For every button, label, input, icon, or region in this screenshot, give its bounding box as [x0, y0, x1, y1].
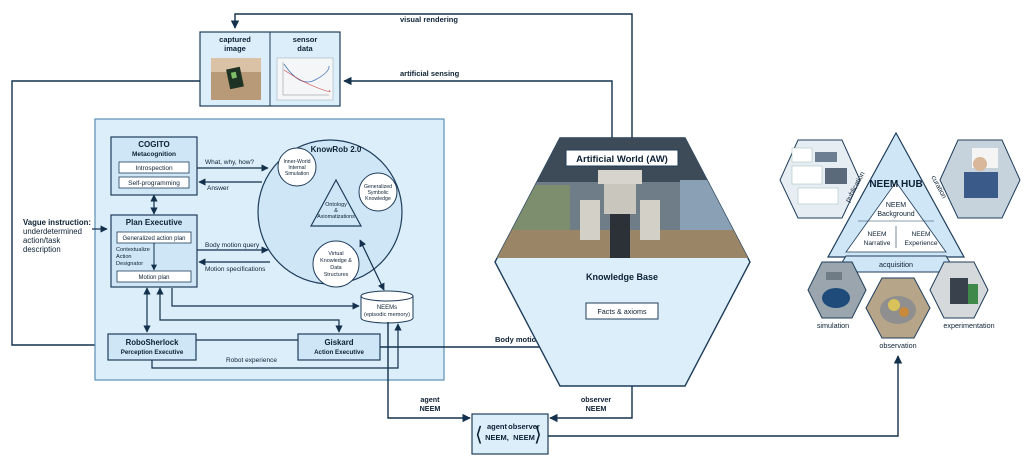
sensor-data-label-1: sensor: [293, 35, 318, 44]
vague-instruction-line-1: Vague instruction:: [23, 218, 91, 227]
sensor-data-label-2: data: [297, 44, 313, 53]
narrative-line-2: Narrative: [864, 240, 891, 247]
giskard-title: Giskard: [324, 338, 353, 347]
motion-specifications-label: Motion specifications: [205, 266, 266, 273]
body-motion-label: Body motion: [495, 335, 541, 344]
sensor-data-thumbnail: [276, 57, 334, 101]
experience-line-1: NEEM: [911, 231, 930, 238]
vague-instruction-line-2: underdetermined: [23, 227, 82, 236]
generalized-symbolic-line-3: Knowledge: [365, 196, 391, 202]
artificial-sensing-label: artificial sensing: [400, 69, 460, 78]
cogito-subtitle: Metacognition: [132, 151, 176, 158]
neem-hub-title: NEEM HUB: [869, 179, 922, 190]
plan-executive-box: Plan Executive Generalized action plan C…: [110, 214, 198, 288]
neems-sublabel: (episodic memory): [364, 312, 410, 318]
ontology-line-1: Ontology: [325, 202, 347, 208]
captured-image-label-1: captured: [219, 35, 251, 44]
robosherlock-box: RoboSherlock Perception Executive: [107, 333, 197, 361]
self-programming-label: Self-programming: [128, 180, 180, 187]
robosherlock-subtitle: Perception Executive: [121, 349, 184, 356]
captured-image-thumbnail: [211, 58, 261, 100]
captured-image-label-2: image: [224, 44, 246, 53]
artificial-sensing-arrow: [343, 76, 613, 140]
acquisition-label: acquisition: [879, 260, 913, 269]
virtual-knowledge-line-2: Knowledge &: [320, 258, 352, 264]
agent-neem-arrow: [387, 322, 471, 423]
motion-plan-label: Motion plan: [138, 275, 169, 281]
sensor-panel: captured image sensor data: [199, 31, 341, 107]
tuple-to-hub-arrow: [548, 355, 903, 437]
simulation-label: simulation: [817, 321, 849, 330]
sensor-to-perception-arrow: [11, 80, 200, 350]
vague-instruction: Vague instruction: underdetermined actio…: [23, 218, 91, 254]
plan-neems-link: [171, 288, 360, 310]
observer-neem-arrow: [549, 386, 633, 423]
robot-experience-label: Robot experience: [226, 357, 277, 364]
facts-axioms-label: Facts & axioms: [597, 307, 647, 316]
observation-label: observation: [879, 341, 916, 350]
plan-executive-title: Plan Executive: [126, 218, 183, 227]
vague-instruction-line-3: action/task: [23, 236, 60, 245]
generalized-symbolic-line-1: Generalized: [364, 184, 392, 190]
visual-rendering-arrow: [230, 13, 633, 140]
inner-world-line-1: Inner-World: [283, 159, 310, 165]
ontology-line-2: &: [334, 208, 338, 214]
artificial-world-hexagon: Artificial World (AW) Knowledge Base Fac…: [494, 137, 751, 387]
narrative-line-1: NEEM: [867, 231, 886, 238]
virtual-knowledge-line-4: Structures: [324, 272, 349, 278]
contextualize-line-1: Contextualize: [116, 247, 150, 253]
body-motion-query-label: Body motion query: [205, 242, 260, 249]
robot-experience-arrow: [151, 323, 402, 369]
generalized-symbolic-line-2: Symbolic: [367, 190, 388, 196]
introspection-label: Introspection: [135, 165, 173, 172]
tuple-agent-line-2: NEEM,: [485, 433, 509, 442]
experience-line-2: Experience: [905, 240, 938, 247]
cogito-box: COGITO Metacognition Introspection Self-…: [110, 136, 198, 196]
neem-hub: NEEM HUB NEEM Background NEEM Narrative …: [779, 131, 1021, 350]
contextualize-line-3: Designator: [116, 261, 143, 267]
background-line-2: Background: [877, 211, 914, 218]
giskard-subtitle: Action Executive: [314, 349, 364, 356]
svg-text:⟩: ⟩: [534, 424, 542, 446]
svg-text:⟨: ⟨: [475, 424, 483, 446]
agent-neem-line-2: NEEM: [420, 404, 441, 413]
vague-instruction-line-4: description: [23, 245, 61, 254]
artificial-world-title: Artificial World (AW): [576, 154, 668, 165]
tuple-observer-line-2: NEEM: [513, 433, 535, 442]
tuple-agent-line-1: agent: [487, 422, 508, 431]
contextualize-line-2: Action: [116, 254, 132, 260]
background-line-1: NEEM: [886, 202, 906, 209]
inner-world-line-3: Simulation: [285, 171, 309, 177]
virtual-knowledge-line-3: Data: [330, 265, 341, 271]
knowledge-base-label: Knowledge Base: [586, 272, 658, 282]
neems-label: NEEMs: [377, 305, 397, 311]
knowrob-neems-link: [359, 239, 385, 291]
virtual-knowledge-line-1: Virtual: [328, 251, 343, 257]
inner-world-line-2: Internal: [288, 165, 305, 171]
observer-neem-line-2: NEEM: [586, 404, 607, 413]
answer-label: Answer: [207, 185, 230, 192]
agent-neem-line-1: agent: [420, 395, 440, 404]
observer-neem-line-1: observer: [581, 395, 612, 404]
plan-action-link: [156, 287, 343, 333]
cogito-title: COGITO: [138, 140, 169, 149]
robosherlock-title: RoboSherlock: [126, 338, 180, 347]
tuple-observer-line-1: observer: [508, 422, 540, 431]
what-why-how-label: What, why, how?: [205, 159, 254, 166]
giskard-box: Giskard Action Executive: [297, 333, 381, 361]
neem-tuple-box: ⟨ ⟩ agent NEEM, observer NEEM: [471, 413, 549, 455]
ontology-line-3: Axiomatizations: [317, 214, 355, 220]
visual-rendering-label: visual rendering: [400, 15, 458, 24]
experimentation-label: experimentation: [943, 321, 994, 330]
neems-database: NEEMs (episodic memory): [360, 290, 414, 324]
knowrob-title: KnowRob 2.0: [311, 145, 362, 154]
generalized-action-plan-label: Generalized action plan: [122, 236, 185, 242]
